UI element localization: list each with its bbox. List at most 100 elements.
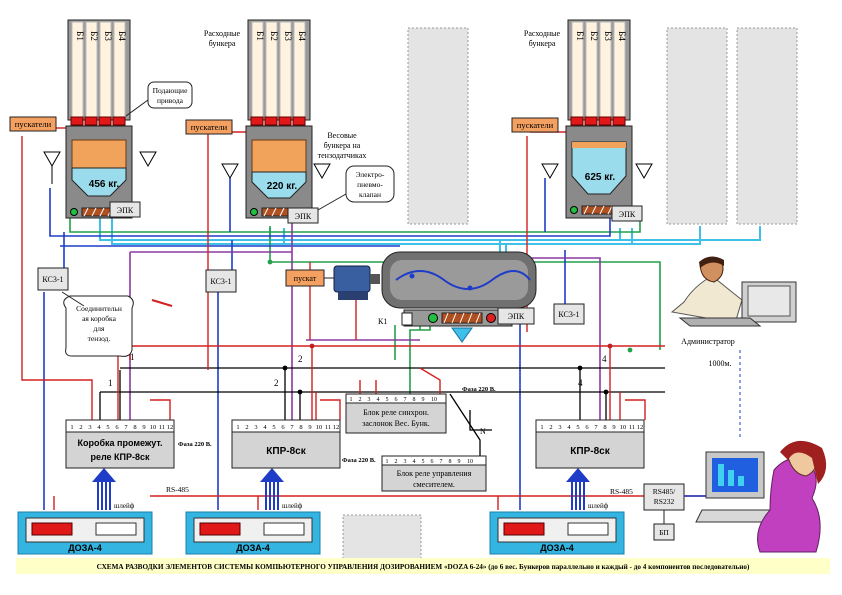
svg-text:4: 4 — [413, 459, 416, 465]
weigh-hopper — [71, 139, 127, 169]
svg-text:5: 5 — [386, 397, 389, 403]
svg-text:5: 5 — [576, 424, 579, 431]
doza-controller-3: ДОЗА-4 — [489, 511, 625, 555]
caption: СХЕМА РАЗВОДКИ ЭЛЕМЕНТОВ СИСТЕМЫ КОМПЬЮТ… — [97, 563, 750, 571]
svg-text:11: 11 — [159, 424, 165, 431]
svg-text:7: 7 — [440, 459, 443, 465]
weight-readout: 220 кг. — [267, 181, 298, 192]
epk-label-3: ЭПК — [619, 210, 636, 219]
svg-text:3: 3 — [404, 459, 407, 465]
hopper-group-1: Б1 Б2 Б3 Б4 456 кг. — [43, 19, 157, 219]
epk-label-mixer: ЭПК — [508, 312, 525, 321]
valve-label: Электро-пневмо-клапан — [356, 170, 385, 199]
shleif-label-3: шлейф — [588, 502, 609, 510]
svg-text:1: 1 — [540, 424, 543, 431]
ks3-label-1: КС3-1 — [42, 275, 63, 284]
distance-label: 1000м. — [708, 359, 731, 368]
svg-text:9: 9 — [458, 459, 461, 465]
weight-readout: 456 кг. — [89, 179, 120, 190]
cyan-bus — [99, 218, 761, 256]
svg-text:12: 12 — [333, 424, 340, 431]
bp-box — [653, 523, 675, 541]
svg-text:9: 9 — [612, 424, 615, 431]
bp-label: БП — [659, 528, 669, 537]
svg-text:10: 10 — [316, 424, 323, 431]
kpr-label-3: КПР-8ск — [570, 446, 610, 457]
ks3-box-2 — [205, 269, 237, 293]
shleif-arrows — [97, 480, 585, 510]
svg-text:1: 1 — [386, 459, 389, 465]
svg-text:7: 7 — [290, 424, 294, 431]
starters-label-1: пускатели — [15, 119, 52, 129]
black-wires — [99, 367, 665, 460]
placeholder-panel-2 — [666, 27, 728, 225]
epk-label-2: ЭПК — [295, 212, 312, 221]
drive-blocks — [70, 116, 126, 126]
ks3-label-2: КС3-1 — [210, 277, 231, 286]
shleif-label-2: шлейф — [282, 502, 303, 510]
epk-box-3 — [611, 205, 643, 222]
svg-text:8: 8 — [413, 397, 416, 403]
converter-label: RS485/RS232 — [653, 487, 676, 506]
svg-text:12: 12 — [167, 424, 174, 431]
starters-box-3 — [511, 117, 559, 133]
junction-note-shape — [63, 295, 134, 357]
wire-num-1b: 1 — [108, 378, 113, 388]
bin-label: Б1 — [575, 31, 585, 41]
svg-text:6: 6 — [115, 424, 119, 431]
svg-text:5: 5 — [106, 424, 109, 431]
starters-box-2 — [185, 119, 233, 135]
weight-readout: 625 кг. — [585, 172, 616, 183]
svg-text:7: 7 — [404, 397, 407, 403]
status-led — [250, 208, 258, 216]
svg-text:7: 7 — [124, 424, 128, 431]
svg-text:10: 10 — [620, 424, 627, 431]
placeholder-panel-4 — [342, 514, 422, 560]
junction-relay-label: Коробка промежут.реле КПР-8ск — [77, 438, 162, 462]
bin-label: Б2 — [89, 31, 99, 41]
placeholder-panel-1 — [407, 27, 469, 225]
doza-label: ДОЗА-4 — [540, 543, 574, 553]
doza-label: ДОЗА-4 — [68, 543, 102, 553]
n-label: N — [480, 427, 486, 436]
svg-text:4: 4 — [263, 424, 267, 431]
k1-label: К1 — [378, 317, 387, 326]
kpr-label-2: КПР-8ск — [266, 446, 306, 457]
svg-text:3: 3 — [558, 424, 561, 431]
svg-text:8: 8 — [603, 424, 606, 431]
svg-text:6: 6 — [585, 424, 589, 431]
epk-box-mixer — [497, 307, 535, 325]
svg-text:10: 10 — [150, 424, 157, 431]
epk-box-1 — [109, 201, 141, 218]
bin-label: Б2 — [269, 31, 279, 41]
starters-box-1 — [9, 116, 57, 132]
svg-text:5: 5 — [272, 424, 275, 431]
drive-blocks — [250, 116, 306, 126]
mixer-starter-label: пускат — [294, 274, 317, 283]
svg-text:3: 3 — [254, 424, 257, 431]
hopper-group-2: Б1 Б2 Б3 Б4 220 кг. — [221, 19, 331, 219]
drive-blocks — [570, 116, 626, 126]
placeholder-panel-3 — [736, 27, 798, 225]
svg-text:6: 6 — [431, 459, 434, 465]
bin-label: Б3 — [603, 31, 613, 41]
status-led — [70, 208, 78, 216]
valve-callout — [345, 165, 395, 203]
svg-text:4: 4 — [97, 424, 101, 431]
svg-text:4: 4 — [377, 397, 380, 403]
ks3-box-1 — [37, 267, 69, 291]
status-led — [570, 206, 578, 214]
bin-label: Б4 — [297, 31, 307, 41]
rs485-label-right: RS-485 — [610, 487, 633, 496]
caption-bar — [16, 558, 830, 574]
admin-label: Администратор — [681, 337, 735, 346]
